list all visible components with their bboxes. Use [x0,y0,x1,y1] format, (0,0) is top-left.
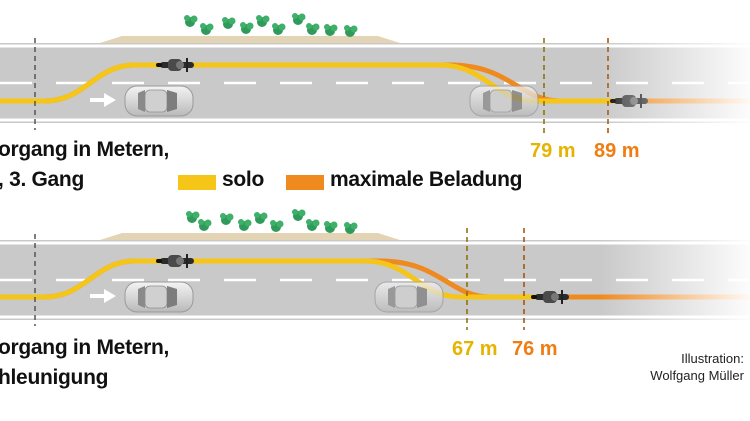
bush-icon [292,13,306,25]
bush-icon [254,212,268,224]
caption-top-line1: organg in Metern, [0,138,170,161]
distance-max-bottom: 76 m [512,338,558,360]
arrow-right-icon [90,289,116,303]
bush-icon [344,222,358,234]
bush-icon [184,15,198,27]
bush-icon [306,23,320,35]
legend-label-max: maximale Beladung [330,168,523,191]
embankment [100,233,400,240]
bush-icon [220,213,234,225]
bush-icon [272,23,286,35]
credit-line1: Illustration: [681,351,744,366]
greenery-bottom [186,209,358,234]
greenery-top [184,13,358,37]
bush-icon [198,219,212,231]
embankment [100,36,400,43]
legend-label-solo: solo [222,168,264,191]
road-panel-top [0,13,750,135]
car-icon [469,85,539,117]
bush-icon [256,15,270,27]
bush-icon [324,221,338,233]
car-icon [374,281,444,313]
credit-line2: Wolfgang Müller [650,368,744,383]
distance-max-top: 89 m [594,140,640,162]
arrow-right-icon [90,93,116,107]
bush-icon [292,209,306,221]
road-panel-bottom [0,209,750,330]
illustration-credit: Illustration: Wolfgang Müller [650,350,744,384]
bush-icon [200,23,214,35]
bush-icon [240,22,254,34]
bush-icon [238,219,252,231]
caption-bottom-line1: organg in Metern, [0,336,170,359]
bush-icon [324,24,338,36]
car-icon [124,281,194,313]
legend-swatch-solo [178,175,216,190]
caption-bottom-line2: hleunigung [0,366,109,389]
car-icon [124,85,194,117]
legend-swatch-max [286,175,324,190]
caption-top-line2: , 3. Gang [0,168,84,191]
distance-solo-bottom: 67 m [452,338,498,360]
bush-icon [222,17,236,29]
bush-icon [270,220,284,232]
bush-icon [344,25,358,37]
bush-icon [306,219,320,231]
bush-icon [186,211,200,223]
distance-solo-top: 79 m [530,140,576,162]
